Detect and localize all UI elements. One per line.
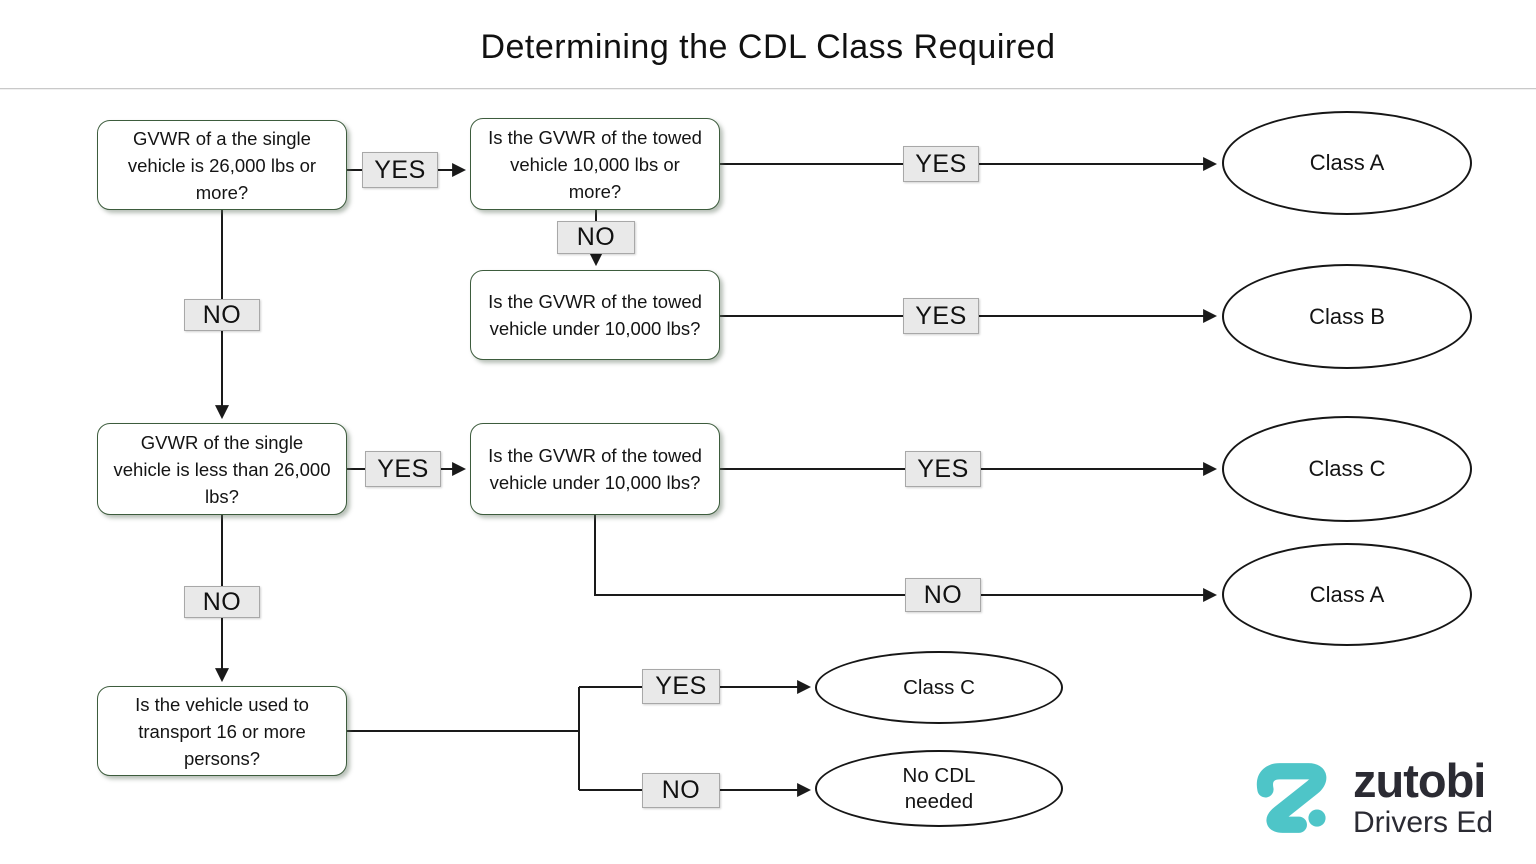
outcome-text: Class C <box>1308 456 1386 481</box>
outcome-text: Class A <box>1309 150 1385 175</box>
edge-label-text: NO <box>661 776 701 804</box>
edge-label-text: YES <box>915 149 967 178</box>
outcome-text: Class A <box>1309 581 1385 607</box>
outcome-class-a-bottom: Class A <box>1222 543 1472 646</box>
edge-label-q5-yes: YES <box>905 451 981 487</box>
page-title: Determining the CDL Class Required <box>480 28 1056 66</box>
edge-label-text: YES <box>377 454 429 483</box>
question-gvwr-single-less-26000: GVWR of the single vehicle is less than … <box>97 423 347 515</box>
question-towed-under-10000-top: Is the GVWR of the towed vehicle under 1… <box>470 270 720 360</box>
edge-label-text: YES <box>915 301 967 330</box>
edge-label-q4-yes: YES <box>365 451 441 487</box>
edge-label-text: NO <box>576 223 616 251</box>
edge-label-q1-yes: YES <box>362 152 438 188</box>
zutobi-logo-text: zutobi Drivers Ed <box>1353 757 1493 839</box>
question-text: GVWR of the single vehicle is less than … <box>113 431 331 507</box>
outcome-class-a-top: Class A <box>1222 111 1472 215</box>
edge-label-text: YES <box>917 454 969 483</box>
question-towed-10000-or-more: Is the GVWR of the towed vehicle 10,000 … <box>470 118 720 210</box>
question-gvwr-single-26000-or-more: GVWR of a the single vehicle is 26,000 l… <box>97 120 347 210</box>
title-divider <box>0 88 1536 90</box>
logo-tagline: Drivers Ed <box>1353 806 1494 839</box>
edge-label-text: YES <box>374 155 426 184</box>
zutobi-logo: zutobi Drivers Ed <box>1254 756 1493 840</box>
question-transport-16-persons: Is the vehicle used to transport 16 or m… <box>97 686 347 776</box>
question-towed-under-10000-mid: Is the GVWR of the towed vehicle under 1… <box>470 423 720 515</box>
question-text: Is the vehicle used to transport 16 or m… <box>135 693 309 769</box>
edge-label-text: YES <box>655 672 707 700</box>
outcome-class-b: Class B <box>1222 264 1472 369</box>
edge-label-text: NO <box>202 300 242 329</box>
edge-label-q5-no: NO <box>905 578 981 612</box>
edge-label-q6-no: NO <box>642 773 720 808</box>
edge-label-text: NO <box>202 587 242 616</box>
edge-label-q2-yes: YES <box>903 146 979 182</box>
outcome-class-c-right: Class C <box>1222 416 1472 522</box>
logo-brand-name: zutobi <box>1353 754 1486 807</box>
edge-label-q2-no: NO <box>557 221 635 254</box>
edge-label-text: NO <box>923 580 963 609</box>
question-text: Is the GVWR of the towed vehicle under 1… <box>488 291 702 339</box>
question-text: Is the GVWR of the towed vehicle under 1… <box>488 445 702 493</box>
edge-label-q3-yes: YES <box>903 298 979 334</box>
outcome-text: Class C <box>903 675 975 699</box>
outcome-text: Class B <box>1309 303 1385 329</box>
outcome-class-c-bottom: Class C <box>815 651 1063 724</box>
edge-label-q6-yes: YES <box>642 669 720 704</box>
outcome-no-cdl-needed: No CDL needed <box>815 750 1063 827</box>
question-text: Is the GVWR of the towed vehicle 10,000 … <box>488 126 702 202</box>
outcome-text: No CDL needed <box>902 763 976 813</box>
edge-label-q1-no: NO <box>184 299 260 331</box>
edge-label-q4-no: NO <box>184 586 260 618</box>
question-text: GVWR of a the single vehicle is 26,000 l… <box>127 127 317 203</box>
zutobi-z-icon <box>1256 763 1327 833</box>
